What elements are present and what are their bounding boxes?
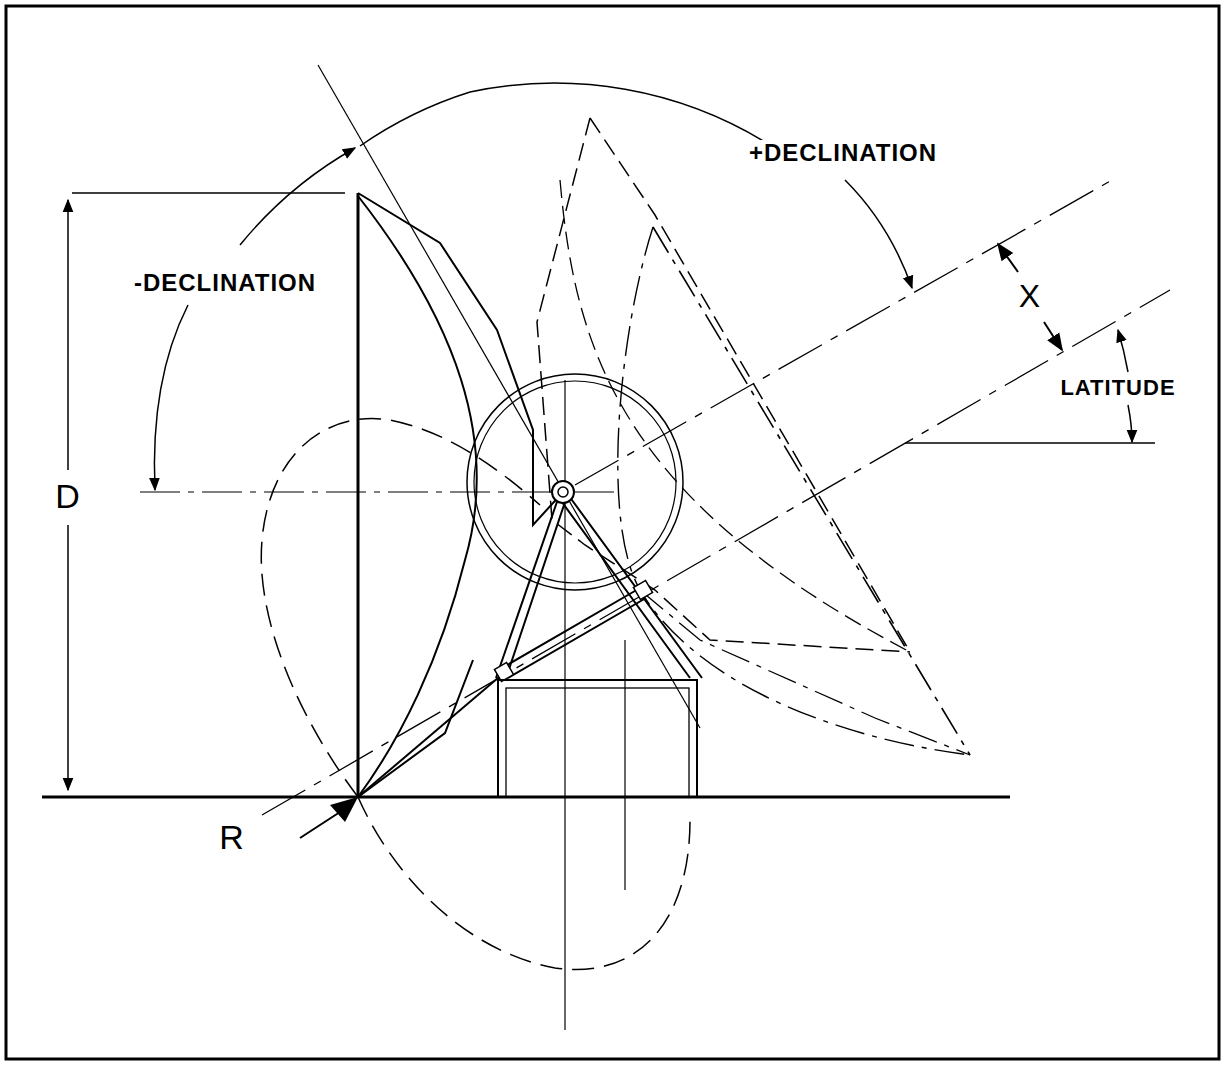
- angle-label: +DECLINATION: [746, 140, 940, 166]
- hub-pivot: [558, 487, 568, 497]
- vertical-centerline: [564, 380, 565, 1030]
- dimension-arrow: [998, 244, 1018, 272]
- angle-label: LATITUDE: [1057, 376, 1178, 400]
- polar-axis-strut: [502, 588, 646, 678]
- horizontal-centerline: [140, 491, 620, 492]
- declination-arc: [240, 148, 355, 245]
- leader-line: [300, 812, 340, 838]
- hub-pivot: [552, 481, 574, 503]
- mount-leg: [559, 496, 702, 678]
- dish-face: [357, 193, 360, 797]
- dimension-label: D: [52, 478, 84, 515]
- angle-label: -DECLINATION: [131, 270, 319, 296]
- pedestal: [498, 680, 697, 797]
- dish-back-structure: [358, 193, 563, 525]
- dimension-line: [67, 200, 69, 470]
- leader-arrow: [154, 305, 188, 490]
- horizontal-reference: [905, 442, 1155, 443]
- leader-arrow: [845, 180, 912, 288]
- angle-arrow: [1118, 330, 1128, 372]
- dish-back-structure: [358, 660, 473, 797]
- dimension-label: X: [1016, 279, 1044, 314]
- dimension-label: R: [216, 819, 248, 856]
- dish-reflector-alt: [560, 180, 910, 652]
- pedestal: [506, 688, 689, 797]
- declination-arc: [360, 83, 770, 146]
- dish-reflector: [358, 196, 477, 797]
- arrowhead: [330, 797, 358, 822]
- dimension-arrow: [1044, 322, 1062, 350]
- bearing-block: [494, 662, 513, 681]
- dimension-line: [67, 525, 69, 790]
- declination-gear: [474, 381, 676, 583]
- polar-axis-line: [262, 290, 1170, 815]
- sweep-envelope: [358, 797, 690, 970]
- angle-arrow: [1128, 405, 1132, 442]
- extension-line: [72, 192, 345, 194]
- bearing-block: [633, 580, 652, 599]
- frame: [6, 6, 1219, 1059]
- dish-strut: [358, 672, 505, 797]
- dish-plane-line: [318, 65, 700, 728]
- reference-line: [624, 640, 625, 890]
- declination-gear: [467, 374, 683, 590]
- dish-reflector-alt: [618, 227, 970, 755]
- dish-outline-alt: [537, 118, 910, 652]
- boresight-line: [575, 180, 1112, 485]
- dish-outline-alt: [590, 118, 910, 652]
